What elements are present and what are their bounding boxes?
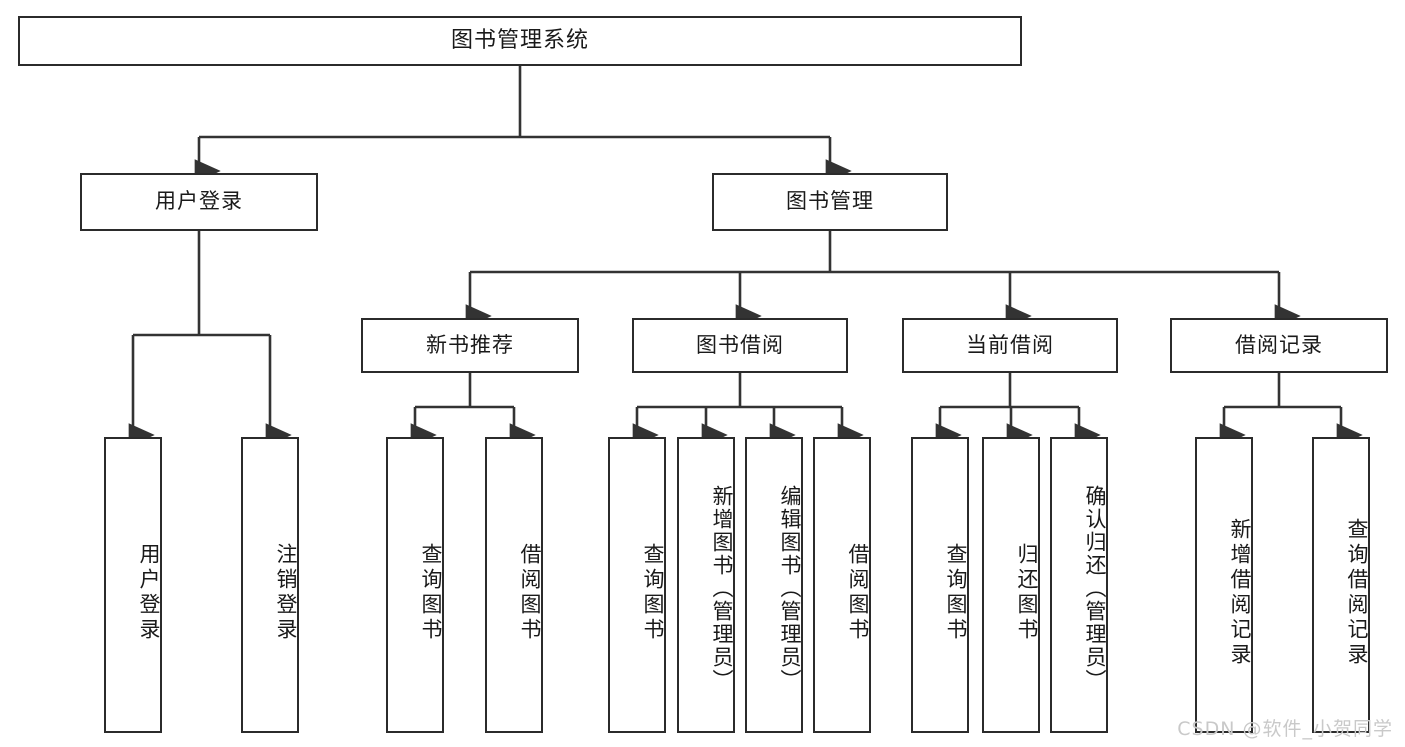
leaf-node-6[interactable]: 编辑图书（管理员）: [745, 437, 803, 733]
leaf-node-7[interactable]: 借阅图书: [813, 437, 871, 733]
leaf-node-label: 确认归还（管理员）: [1083, 484, 1107, 692]
leaf-node-label: 查询图书: [419, 543, 443, 643]
leaf-node-10[interactable]: 确认归还（管理员）: [1050, 437, 1108, 733]
leaf-node-label: 查询借阅记录: [1345, 518, 1369, 668]
leaf-node-4[interactable]: 查询图书: [608, 437, 666, 733]
leaf-node-1[interactable]: 注销登录: [241, 437, 299, 733]
level3-node-label: 图书借阅: [696, 332, 784, 357]
leaf-node-label: 借阅图书: [846, 543, 870, 643]
leaf-node-label: 新增借阅记录: [1228, 518, 1252, 668]
level2-node-1[interactable]: 图书管理: [712, 173, 948, 231]
leaf-node-2[interactable]: 查询图书: [386, 437, 444, 733]
leaf-node-0[interactable]: 用户登录: [104, 437, 162, 733]
csdn-watermark: CSDN @软件_小贺同学: [1177, 718, 1393, 740]
leaf-node-label: 借阅图书: [518, 543, 542, 643]
leaf-node-5[interactable]: 新增图书（管理员）: [677, 437, 735, 733]
leaf-node-11[interactable]: 新增借阅记录: [1195, 437, 1253, 733]
leaf-node-9[interactable]: 归还图书: [982, 437, 1040, 733]
root-node-label: 图书管理系统: [450, 27, 589, 53]
level3-node-label: 新书推荐: [426, 332, 514, 357]
leaf-node-label: 注销登录: [274, 543, 298, 643]
level3-node-1[interactable]: 图书借阅: [632, 318, 848, 373]
level3-node-0[interactable]: 新书推荐: [361, 318, 579, 373]
leaf-node-label: 用户登录: [137, 543, 161, 643]
leaf-node-12[interactable]: 查询借阅记录: [1312, 437, 1370, 733]
level3-node-2[interactable]: 当前借阅: [902, 318, 1118, 373]
level2-node-label: 用户登录: [155, 189, 243, 214]
leaf-node-label: 归还图书: [1015, 543, 1039, 643]
level2-node-label: 图书管理: [786, 189, 874, 214]
level3-node-3[interactable]: 借阅记录: [1170, 318, 1388, 373]
leaf-node-label: 编辑图书（管理员）: [778, 484, 802, 692]
level2-node-0[interactable]: 用户登录: [80, 173, 318, 231]
level3-node-label: 当前借阅: [966, 332, 1054, 357]
leaf-node-label: 新增图书（管理员）: [710, 484, 734, 692]
leaf-node-label: 查询图书: [944, 543, 968, 643]
leaf-node-label: 查询图书: [641, 543, 665, 643]
root-node[interactable]: 图书管理系统: [18, 16, 1022, 66]
leaf-node-3[interactable]: 借阅图书: [485, 437, 543, 733]
leaf-node-8[interactable]: 查询图书: [911, 437, 969, 733]
level3-node-label: 借阅记录: [1235, 332, 1323, 357]
